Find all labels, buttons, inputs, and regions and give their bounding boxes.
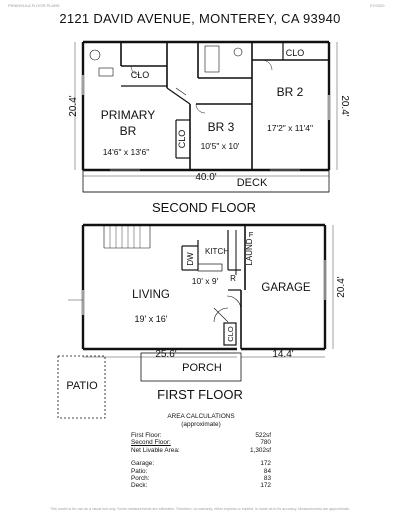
second-floor-right-dimension: 20.4' (339, 95, 350, 116)
garage-label: GARAGE (261, 282, 311, 294)
second-floor-bottom-dimension: 40.0' (195, 172, 216, 183)
area-row-patio: Patio:84 (131, 467, 271, 475)
primary-label-line2: BR (120, 124, 137, 138)
area-calculations: AREA CALCULATIONS (approximate) First Fl… (131, 413, 271, 490)
br3-label: BR 3 (208, 120, 235, 134)
kitch-label: KITCH (205, 247, 229, 256)
garage-right-dimension: 20.4' (336, 276, 347, 297)
first-floor-walls (57, 223, 334, 419)
patio-label: PATIO (66, 380, 98, 392)
living-dimensions: 19' x 16' (135, 314, 168, 324)
area-row-first-floor: First Floor:522sf (131, 432, 271, 439)
first-floor-title: FIRST FLOOR (157, 387, 243, 402)
br2-label: BR 2 (277, 85, 304, 99)
disclaimer-footer: This model is for use as a visual tool o… (50, 507, 350, 511)
first-floor-bottom-right-dimension: 14.4' (272, 349, 293, 360)
area-row-net-livable: Net Livable Area:1,302sf (131, 446, 271, 454)
area-row-deck: Deck:172 (131, 482, 271, 490)
area-row-second-floor: Second Floor:780 (131, 439, 271, 447)
second-floor-left-dimension: 20.4' (68, 95, 79, 116)
br3-dimensions: 10'5" x 10' (201, 141, 240, 151)
laund-label: LAUND (245, 238, 254, 265)
first-floor-bottom-left-dimension: 25.6' (155, 349, 176, 360)
address-title: 2121 DAVID AVENUE, MONTEREY, CA 93940 (59, 11, 341, 26)
porch-label: PORCH (182, 362, 222, 374)
clo-top-right-label: CLO (286, 48, 305, 58)
primary-label-line1: PRIMARY (101, 108, 155, 122)
area-calculations-subtitle: (approximate) (181, 420, 221, 428)
dw-label: DW (186, 252, 195, 266)
area-row-garage: Garage:172 (131, 460, 271, 468)
primary-dimensions: 14'6" x 13'6" (103, 147, 150, 157)
br2-dimensions: 17'2" x 11'4" (267, 123, 313, 133)
living-label: LIVING (132, 289, 170, 301)
clo-primary-label: CLO (131, 70, 150, 80)
company-name: PENINSULA FLOOR PLANS (8, 3, 60, 8)
area-row-porch: Porch:83 (131, 475, 271, 483)
second-floor-title: SECOND FLOOR (152, 200, 256, 215)
clo-vertical-label: CLO (177, 130, 187, 149)
deck-label: DECK (237, 177, 268, 189)
kitch-dimensions: 10' x 9' (192, 276, 219, 286)
r-label: R (230, 274, 236, 283)
area-calculations-title: AREA CALCULATIONS (167, 413, 235, 420)
second-floor-walls (74, 40, 338, 193)
f-label: F (249, 230, 254, 239)
first-floor-clo-label: CLO (226, 326, 235, 342)
plan-date: 07/2020 (370, 3, 385, 8)
